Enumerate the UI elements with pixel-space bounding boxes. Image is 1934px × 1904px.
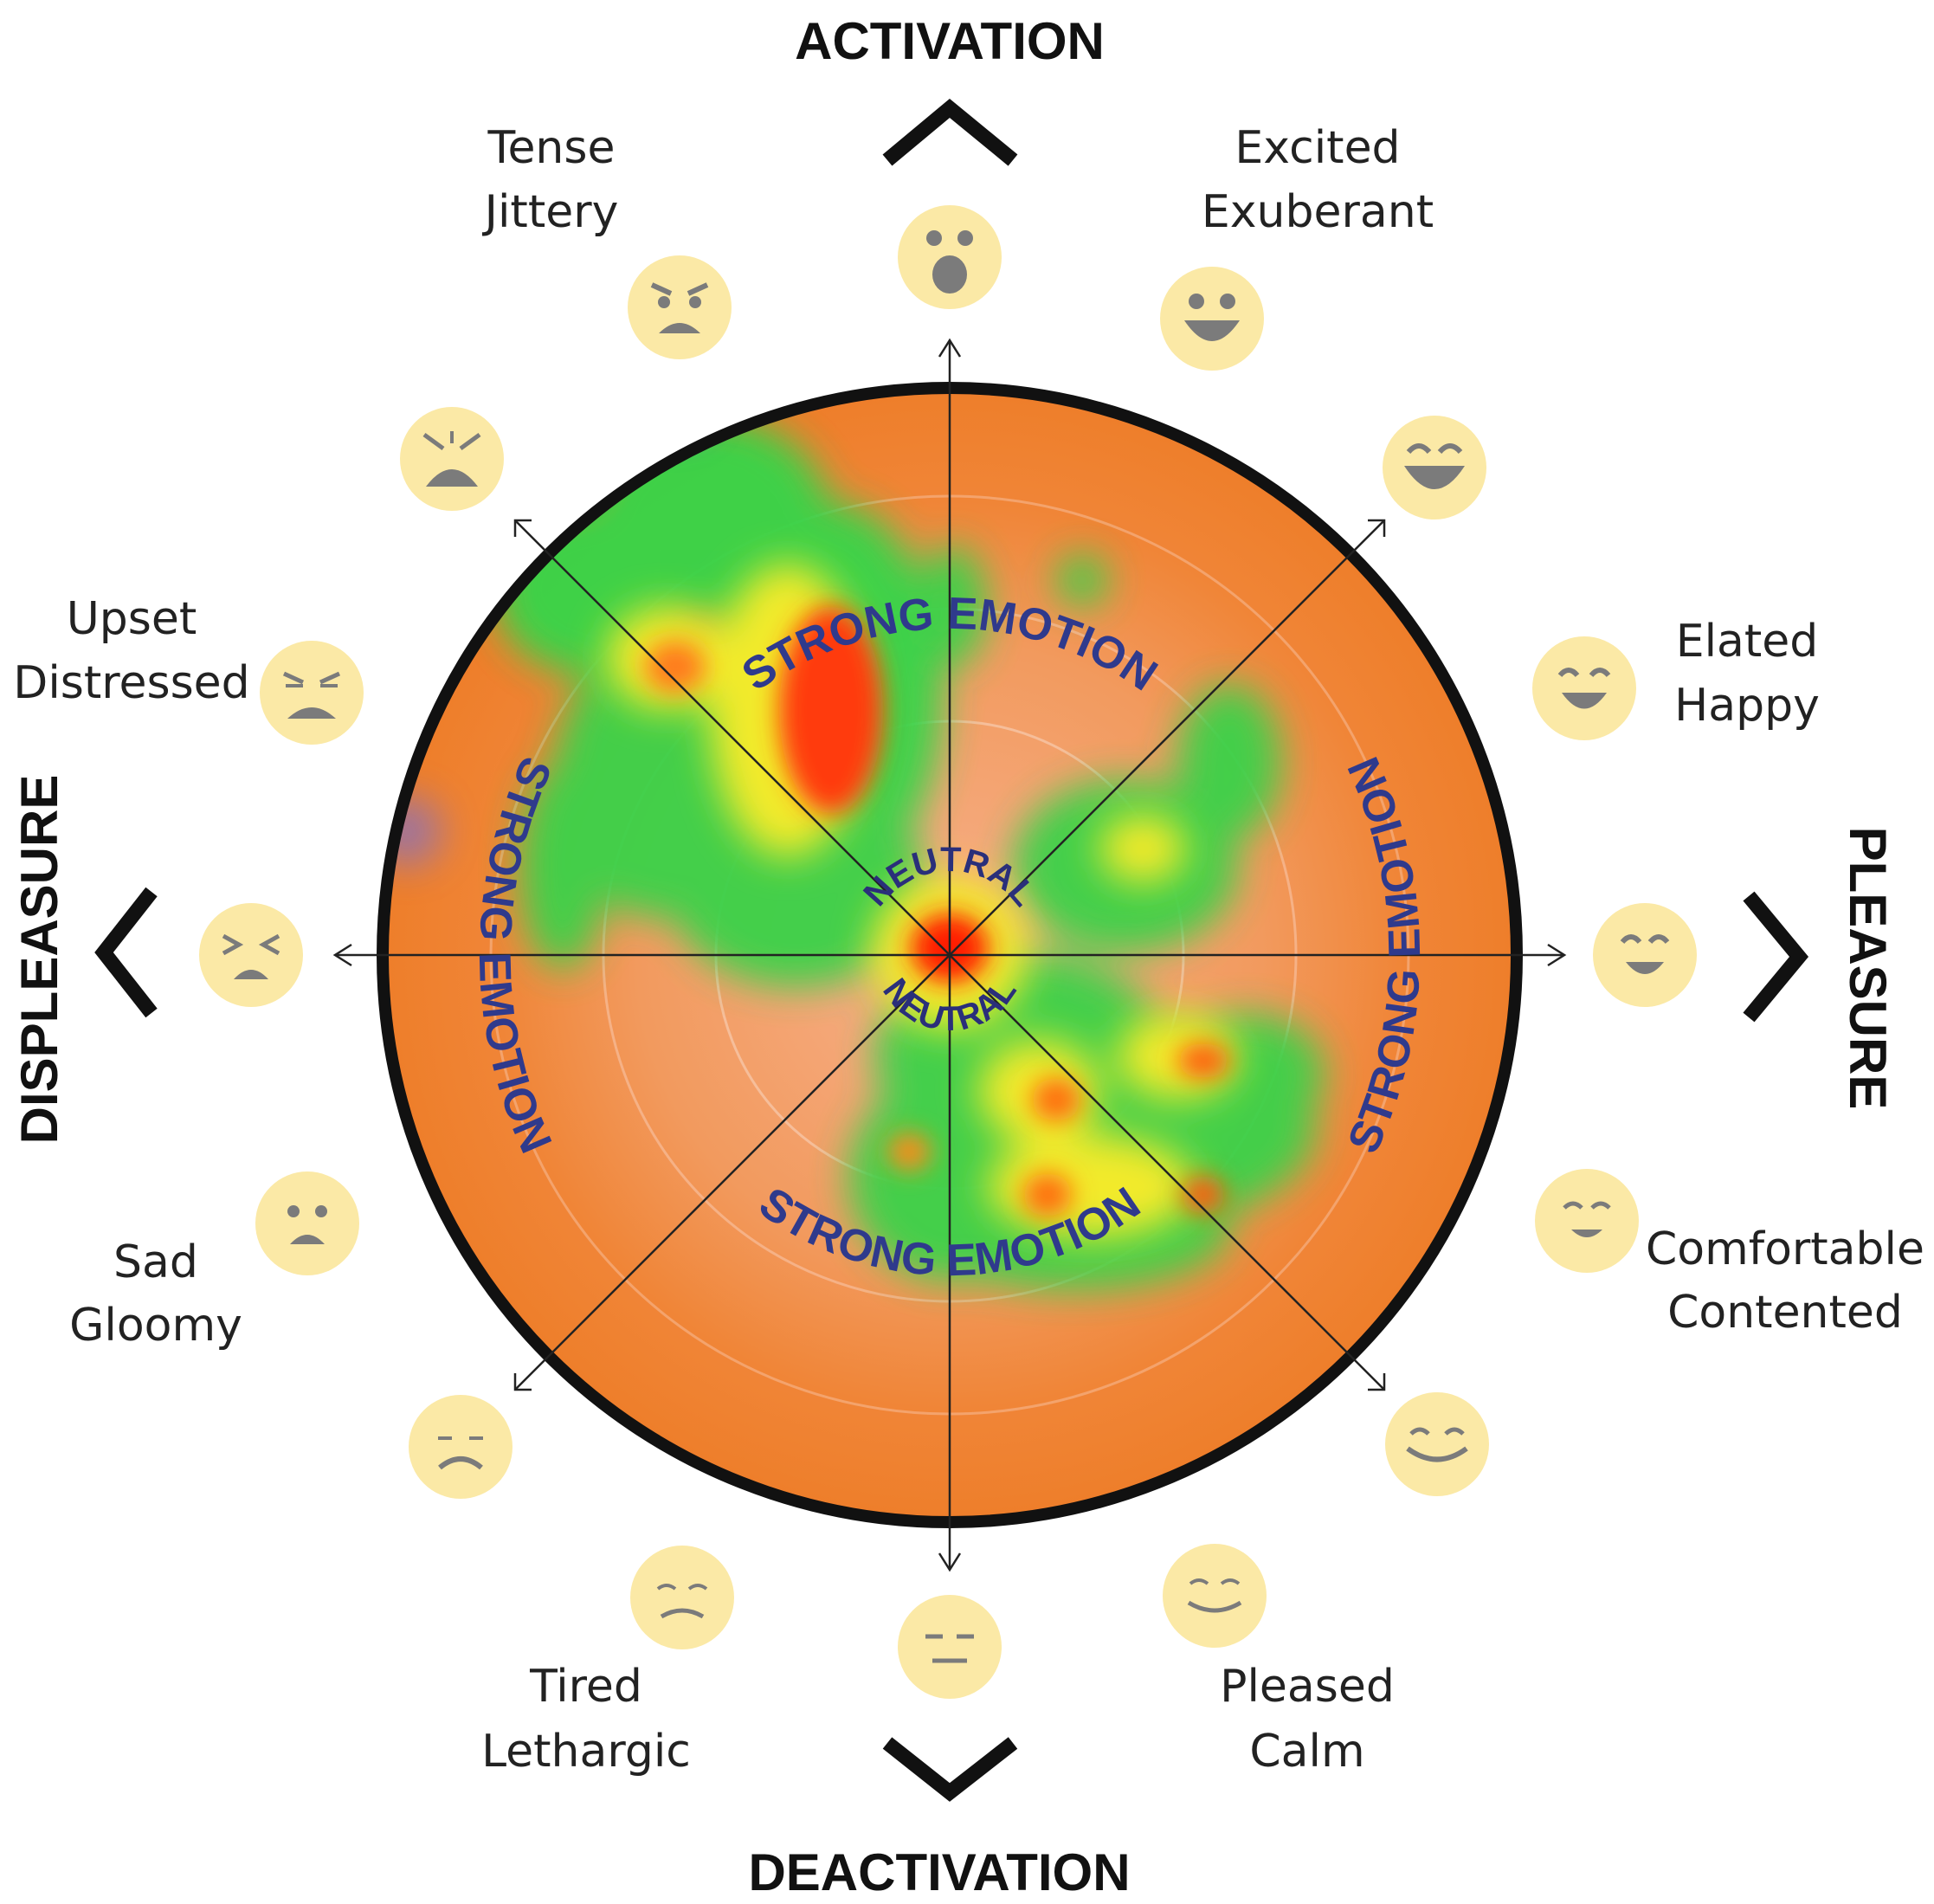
mood-label-pleased: Pleased Calm (1220, 1661, 1395, 1778)
axis-lines (332, 338, 1567, 1572)
screaming-face-icon (400, 407, 504, 511)
mood-label-tired: Tired Lethargic (481, 1661, 691, 1778)
heatmap-overlay (383, 388, 1325, 1290)
svg-text:Contented: Contented (1667, 1287, 1903, 1339)
pleasure-axis-title: PLEASURE (1839, 827, 1897, 1110)
svg-text:Calm: Calm (1249, 1726, 1364, 1778)
svg-text:Happy: Happy (1674, 680, 1820, 732)
svg-text:Sad: Sad (113, 1236, 198, 1288)
displeased-face-icon (199, 903, 303, 1007)
svg-text:Distressed: Distressed (13, 657, 249, 709)
calm-face-icon (1163, 1544, 1267, 1648)
deactivation-axis-title: DEACTIVATION (748, 1843, 1130, 1901)
chevron-left-icon (94, 887, 158, 1018)
mood-label-comfortable: Comfortable Contented (1646, 1223, 1924, 1339)
mood-label-elated: Elated Happy (1674, 616, 1820, 732)
frowning-face-icon (409, 1395, 513, 1499)
displeasure-axis-title: DISPLEASURE (10, 775, 68, 1145)
chevron-down-icon (882, 1737, 1018, 1802)
svg-text:Pleased: Pleased (1220, 1661, 1395, 1713)
mood-label-upset: Upset Distressed (13, 593, 249, 709)
mood-label-tense: Tense Jittery (482, 122, 619, 238)
beaming-face-icon (1385, 1392, 1489, 1496)
angry-face-icon (628, 255, 732, 359)
chevron-right-icon (1743, 891, 1809, 1023)
content-face-icon (1535, 1169, 1639, 1273)
svg-text:Upset: Upset (67, 593, 197, 645)
sad-face-icon (255, 1171, 359, 1275)
svg-text:Elated: Elated (1676, 616, 1819, 668)
smiling-face-icon (1593, 903, 1697, 1007)
svg-text:Jittery: Jittery (482, 186, 619, 238)
mood-label-excited: Excited Exuberant (1202, 122, 1434, 238)
svg-text:Exuberant: Exuberant (1202, 186, 1434, 238)
surprised-face-icon (898, 205, 1002, 309)
svg-text:Lethargic: Lethargic (481, 1726, 691, 1778)
neutral-face-icon (898, 1595, 1002, 1699)
svg-text:Tense: Tense (487, 122, 616, 174)
activation-axis-title: ACTIVATION (795, 12, 1105, 70)
grinning-face-icon (1160, 267, 1264, 371)
happy-face-icon (1532, 636, 1636, 740)
mood-label-sad: Sad Gloomy (69, 1236, 242, 1352)
chevron-up-icon (882, 98, 1018, 166)
svg-text:Gloomy: Gloomy (69, 1300, 242, 1352)
distressed-face-icon (260, 641, 364, 745)
laughing-face-icon (1383, 416, 1486, 520)
svg-text:Tired: Tired (529, 1661, 642, 1713)
svg-text:Comfortable: Comfortable (1646, 1223, 1924, 1275)
tired-face-icon (630, 1546, 734, 1649)
svg-text:Excited: Excited (1235, 122, 1400, 174)
